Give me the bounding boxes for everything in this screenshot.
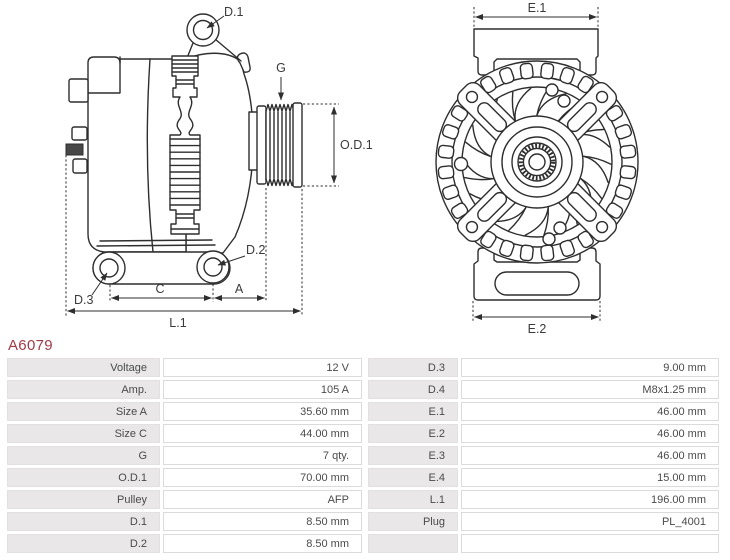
side-view-drawing: D.1 G O.D.1 D.2 D.3 C A L.1 bbox=[65, 5, 373, 330]
table-row: G 7 qty. bbox=[7, 446, 362, 465]
spec-label: D.2 bbox=[7, 534, 160, 553]
spec-value: 8.50 mm bbox=[163, 534, 362, 553]
spec-value: PL_4001 bbox=[461, 512, 719, 531]
spec-value: M8x1.25 mm bbox=[461, 380, 719, 399]
spec-value bbox=[461, 534, 719, 553]
spec-label: Amp. bbox=[7, 380, 160, 399]
dim-label-d3: D.3 bbox=[74, 293, 94, 307]
spec-value: 12 V bbox=[163, 358, 362, 377]
table-row: D.4 M8x1.25 mm bbox=[368, 380, 719, 399]
dim-label-e2: E.2 bbox=[528, 322, 547, 336]
part-number-link[interactable]: A6079 bbox=[8, 337, 53, 354]
table-row: E.2 46.00 mm bbox=[368, 424, 719, 443]
spec-value: AFP bbox=[163, 490, 362, 509]
table-row: Pulley AFP bbox=[7, 490, 362, 509]
spec-section: A6079 Voltage 12 V Amp. 105 A Size A bbox=[0, 336, 730, 556]
spec-label: E.4 bbox=[368, 468, 458, 487]
table-row: Size C 44.00 mm bbox=[7, 424, 362, 443]
spec-table-right: D.3 9.00 mm D.4 M8x1.25 mm E.1 46.00 mm bbox=[368, 358, 719, 556]
spec-tables: Voltage 12 V Amp. 105 A Size A 35.60 mm bbox=[7, 358, 730, 556]
dim-label-c: C bbox=[155, 282, 164, 296]
side-view-dimensions: D.1 G O.D.1 D.2 D.3 C A L.1 bbox=[65, 5, 373, 330]
spec-label: Plug bbox=[368, 512, 458, 531]
spec-label: Voltage bbox=[7, 358, 160, 377]
table-row: O.D.1 70.00 mm bbox=[7, 468, 362, 487]
spec-table-left: Voltage 12 V Amp. 105 A Size A 35.60 mm bbox=[7, 358, 362, 556]
spec-value: 70.00 mm bbox=[163, 468, 362, 487]
spec-value: 46.00 mm bbox=[461, 424, 719, 443]
dim-label-d1: D.1 bbox=[224, 5, 244, 19]
spec-label: E.3 bbox=[368, 446, 458, 465]
spec-value: 46.00 mm bbox=[461, 402, 719, 421]
spec-value: 35.60 mm bbox=[163, 402, 362, 421]
dim-label-g: G bbox=[276, 61, 286, 75]
table-row: E.3 46.00 mm bbox=[368, 446, 719, 465]
dim-label-e1: E.1 bbox=[528, 1, 547, 15]
dim-label-a: A bbox=[235, 282, 244, 296]
table-row: L.1 196.00 mm bbox=[368, 490, 719, 509]
spec-label bbox=[368, 534, 458, 553]
table-row: D.1 8.50 mm bbox=[7, 512, 362, 531]
spec-value: 105 A bbox=[163, 380, 362, 399]
pulley-grooves bbox=[269, 111, 291, 179]
spec-label: G bbox=[7, 446, 160, 465]
spec-value: 44.00 mm bbox=[163, 424, 362, 443]
shaft-spline-teeth bbox=[518, 143, 556, 181]
spec-label: Size C bbox=[7, 424, 160, 443]
cooling-fins bbox=[169, 59, 201, 230]
table-row bbox=[368, 534, 719, 553]
spec-label: D.4 bbox=[368, 380, 458, 399]
spec-label: O.D.1 bbox=[7, 468, 160, 487]
table-row: E.1 46.00 mm bbox=[368, 402, 719, 421]
front-view-drawing: E.1 E.2 bbox=[435, 1, 639, 336]
dim-label-d2: D.2 bbox=[246, 243, 266, 257]
table-row: D.2 8.50 mm bbox=[7, 534, 362, 553]
table-row: Amp. 105 A bbox=[7, 380, 362, 399]
spec-value: 7 qty. bbox=[163, 446, 362, 465]
table-row: Size A 35.60 mm bbox=[7, 402, 362, 421]
front-view-dimensions: E.1 E.2 bbox=[472, 1, 601, 336]
spec-label: D.3 bbox=[368, 358, 458, 377]
table-row: D.3 9.00 mm bbox=[368, 358, 719, 377]
spec-label: D.1 bbox=[7, 512, 160, 531]
spec-label: E.1 bbox=[368, 402, 458, 421]
table-row: E.4 15.00 mm bbox=[368, 468, 719, 487]
dim-label-od1: O.D.1 bbox=[340, 138, 373, 152]
spec-value: 15.00 mm bbox=[461, 468, 719, 487]
dim-label-l1: L.1 bbox=[169, 316, 186, 330]
spec-value: 46.00 mm bbox=[461, 446, 719, 465]
table-row: Plug PL_4001 bbox=[368, 512, 719, 531]
alternator-technical-drawing: D.1 G O.D.1 D.2 D.3 C A L.1 bbox=[65, 1, 639, 336]
spec-label: Size A bbox=[7, 402, 160, 421]
spec-label: E.2 bbox=[368, 424, 458, 443]
spec-value: 196.00 mm bbox=[461, 490, 719, 509]
spec-label: L.1 bbox=[368, 490, 458, 509]
spec-value: 8.50 mm bbox=[163, 512, 362, 531]
spec-value: 9.00 mm bbox=[461, 358, 719, 377]
table-row: Voltage 12 V bbox=[7, 358, 362, 377]
spec-label: Pulley bbox=[7, 490, 160, 509]
